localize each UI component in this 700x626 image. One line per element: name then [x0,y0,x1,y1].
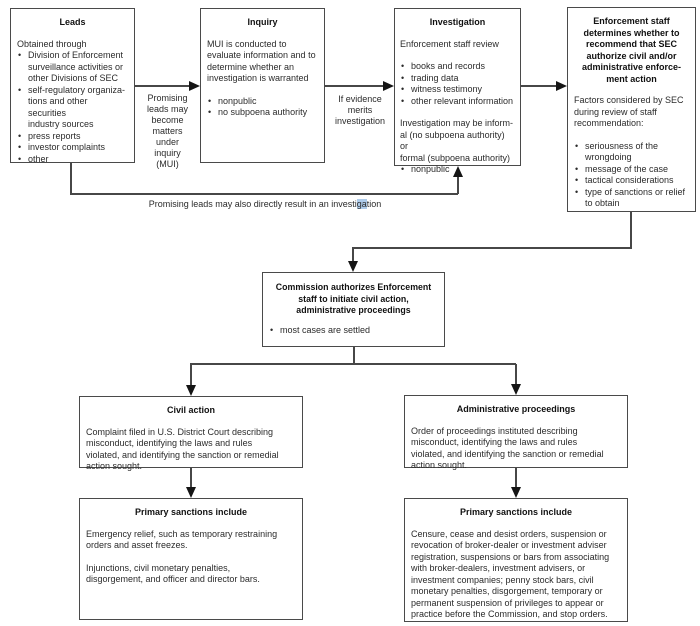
box-inquiry-title: Inquiry [247,17,278,27]
box-leads-intro: Obtained through [17,38,87,49]
arrowhead-right-icon [383,81,394,91]
list-item: self-regulatory organiza- tions and othe… [17,85,128,131]
box-enforcement-title: Enforcement staff determines whether to … [581,16,682,84]
list-item: witness testimony [400,84,515,96]
box-administrative-proceedings: Administrative proceedings Order of proc… [404,395,628,470]
connector-branch-horizontal [190,363,516,365]
connector-inquiry-investigation [325,85,383,87]
box-leads: Leads Obtained through Division of Enfor… [10,8,135,165]
box-sanctions-admin-body: Censure, cease and desist orders, suspen… [411,528,610,620]
box-investigation-bullets: books and records trading data witness t… [400,61,515,107]
connector-commission-entry [352,248,354,262]
list-item: other relevant information [400,96,515,108]
box-commission-title: Commission authorizes Enforcement staff … [275,282,432,315]
connector-investigation-enforcement [521,85,556,87]
list-item: books and records [400,61,515,73]
box-civil-body: Complaint filed in U.S. District Court d… [86,426,279,472]
connector-bypass-up [457,177,459,194]
connector-branch-left [190,364,192,385]
connector-enforcement-down [630,212,632,248]
list-item: press reports [17,131,128,143]
connector-admin-sanctions [515,468,517,487]
label-promising-leads-mui: Promising leads may become matters under… [146,93,189,169]
list-item: trading data [400,73,515,85]
box-admin-body: Order of proceedings instituted describi… [411,425,604,471]
connector-civil-sanctions [190,468,192,487]
arrowhead-down-icon [511,487,521,498]
box-sanctions-admin: Primary sanctions include Censure, cease… [404,498,628,622]
box-sanctions-civil-para2: Injunctions, civil monetary penalties, d… [86,562,260,585]
box-leads-title: Leads [59,17,86,27]
label-bypass-text: tion [366,199,382,209]
box-sanctions-civil: Primary sanctions include Emergency reli… [79,498,303,620]
box-sanctions-civil-para1: Emergency relief, such as temporary rest… [86,528,278,551]
list-item: other [17,154,128,166]
box-investigation-para2: Investigation may be inform- al (no subp… [400,118,514,163]
list-item: nonpublic [400,164,515,176]
box-sanctions-civil-title: Primary sanctions include [134,507,248,517]
list-item: most cases are settled [269,325,438,337]
box-investigation-title: Investigation [429,17,486,27]
connector-bypass-down [70,163,72,194]
box-enforcement-bullets: seriousness of the wrongdoing message of… [574,141,689,210]
box-enforcement-staff: Enforcement staff determines whether to … [567,7,696,212]
arrowhead-down-icon [186,385,196,396]
box-commission-bullets: most cases are settled [269,325,438,337]
arrowhead-down-icon [186,487,196,498]
list-item: message of the case [574,164,689,176]
box-leads-bullets: Division of Enforcement surveillance act… [17,50,128,165]
box-investigation: Investigation Enforcement staff review b… [394,8,521,175]
label-if-evidence-merits: If evidence merits investigation [334,94,386,126]
box-inquiry-bullets: nonpublic no subpoena authority [207,96,318,119]
arrowhead-right-icon [556,81,567,91]
label-bypass: Promising leads may also directly result… [133,199,397,211]
box-commission: Commission authorizes Enforcement staff … [262,272,445,347]
box-sanctions-admin-title: Primary sanctions include [459,507,573,517]
box-enforcement-intro: Factors considered by SEC during review … [574,95,684,128]
connector-commission-down [353,347,355,364]
box-inquiry-intro: MUI is conducted to evaluate information… [207,38,316,84]
connector-enforcement-horizontal [352,247,632,249]
label-bypass-text: Promising leads may also directly result… [148,199,357,209]
connector-leads-inquiry [135,85,189,87]
arrowhead-down-icon [348,261,358,272]
box-civil-title: Civil action [166,405,215,415]
list-item: Division of Enforcement surveillance act… [17,50,128,85]
box-investigation-bullets2: nonpublic [400,164,515,176]
list-item: type of sanctions or relief to obtain [574,187,689,210]
connector-bypass-horizontal [70,193,458,195]
list-item: investor complaints [17,142,128,154]
arrowhead-up-icon [453,166,463,177]
connector-branch-right [515,364,517,384]
arrowhead-right-icon [189,81,200,91]
box-admin-title: Administrative proceedings [456,404,576,414]
list-item: seriousness of the wrongdoing [574,141,689,164]
box-civil-action: Civil action Complaint filed in U.S. Dis… [79,396,303,471]
arrowhead-down-icon [511,384,521,395]
box-investigation-intro: Enforcement staff review [400,38,499,49]
box-inquiry: Inquiry MUI is conducted to evaluate inf… [200,8,325,163]
label-bypass-highlight: ga [356,199,367,209]
list-item: nonpublic [207,96,318,108]
list-item: no subpoena authority [207,107,318,119]
list-item: tactical considerations [574,175,689,187]
